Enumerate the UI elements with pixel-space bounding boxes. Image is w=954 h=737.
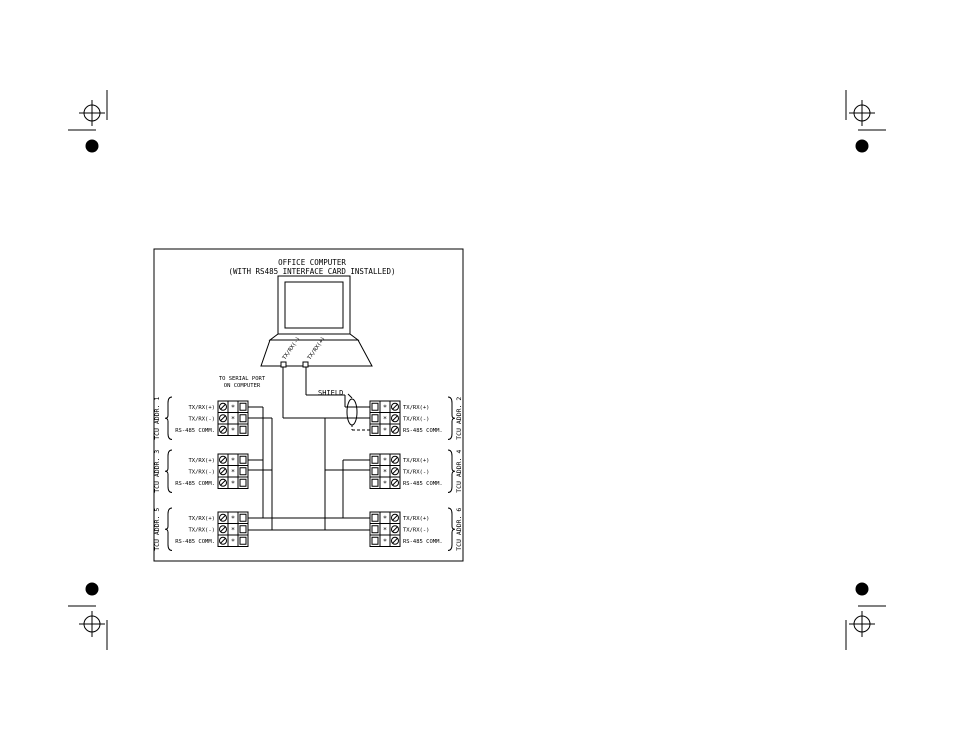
terminal-label: TX/RX(-) [189,469,216,475]
terminal-label: TX/RX(+) [403,405,430,411]
tcu-address-label: TCU ADDR. 4 [455,450,463,493]
terminal-label: TX/RX(+) [189,405,216,411]
wire-clamp [239,402,247,411]
terminal-label: RS-485 COMM. [403,539,443,545]
tcu-layer: * TX/RX(+) * TX/RX(-) * RS-485 COMM. TCU ADDR.… [153,396,463,551]
terminal-marker: * [383,514,387,522]
registration-marks [68,90,886,650]
tcu-unit-3: * TX/RX(+) * TX/RX(-) * RS-485 COMM. TCU ADDR.… [153,449,249,493]
wire-clamp [371,525,379,534]
tcu-address-label: TCU ADDR. 2 [455,397,463,440]
terminal-label: RS-485 COMM. [175,539,215,545]
bus-wiring [248,367,370,531]
wire-clamp [371,478,379,487]
tcu-unit-6: * TX/RX(+) * TX/RX(-) * RS-485 COMM. TCU ADDR.… [369,507,463,551]
wire-clamp [239,478,247,487]
tcu-brace [447,396,456,440]
wire-clamp [371,402,379,411]
tcu-brace [447,449,456,493]
serial-port-note-line2: ON COMPUTER [224,383,261,389]
tcu-unit-2: * TX/RX(+) * TX/RX(-) * RS-485 COMM. TCU ADDR.… [369,396,463,440]
terminal-marker: * [383,426,387,434]
tcu-address-label: TCU ADDR. 1 [153,397,161,440]
terminal-marker: * [231,415,235,423]
tcu-address-label: TCU ADDR. 6 [455,508,463,551]
tcu-brace [164,396,173,440]
terminal-label: TX/RX(-) [189,416,216,422]
terminal-marker: * [231,514,235,522]
serial-port-note-line1: TO SERIAL PORT [219,376,266,382]
wire-clamp [239,425,247,434]
wire-clamp [371,536,379,545]
terminal-marker: * [231,403,235,411]
wire-clamp [371,414,379,423]
wire-clamp [239,414,247,423]
tcu-brace [164,507,173,551]
tcu-address-label: TCU ADDR. 5 [153,508,161,551]
wire-clamp [371,467,379,476]
wire-clamp [371,513,379,522]
wire-clamp [239,525,247,534]
diagram-subtitle: (WITH RS485 INTERFACE CARD INSTALLED) [228,267,395,276]
diagram-title: OFFICE COMPUTER [278,258,346,267]
tcu-unit-4: * TX/RX(+) * TX/RX(-) * RS-485 COMM. TCU ADDR.… [369,449,463,493]
terminal-marker: * [383,403,387,411]
terminal-marker: * [383,526,387,534]
terminal-marker: * [231,479,235,487]
tcu-address-label: TCU ADDR. 3 [153,450,161,493]
tcu-unit-5: * TX/RX(+) * TX/RX(-) * RS-485 COMM. TCU ADDR.… [153,507,249,551]
terminal-marker: * [231,526,235,534]
terminal-label: TX/RX(+) [403,458,430,464]
wire-clamp [239,455,247,464]
terminal-marker: * [383,468,387,476]
terminal-label: TX/RX(-) [403,469,430,475]
terminal-label: TX/RX(+) [189,458,216,464]
terminal-marker: * [383,415,387,423]
terminal-marker: * [231,426,235,434]
wire-clamp [239,536,247,545]
tcu-brace [447,507,456,551]
terminal-marker: * [231,456,235,464]
terminal-label: RS-485 COMM. [403,428,443,434]
wire-clamp [371,425,379,434]
wire-clamp [239,513,247,522]
tcu-unit-1: * TX/RX(+) * TX/RX(-) * RS-485 COMM. TCU ADDR.… [153,396,249,440]
terminal-label: TX/RX(-) [189,527,216,533]
terminal-label: RS-485 COMM. [403,481,443,487]
terminal-label: TX/RX(-) [403,416,430,422]
wire-clamp [239,467,247,476]
terminal-marker: * [383,479,387,487]
office-computer [260,275,373,367]
terminal-label: RS-485 COMM. [175,481,215,487]
terminal-marker: * [383,537,387,545]
terminal-label: TX/RX(+) [189,516,216,522]
terminal-label: RS-485 COMM. [175,428,215,434]
terminal-marker: * [383,456,387,464]
terminal-marker: * [231,468,235,476]
shield-label: SHIELD [318,389,343,397]
terminal-label: TX/RX(-) [403,527,430,533]
terminal-label: TX/RX(+) [403,516,430,522]
wire-clamp [371,455,379,464]
diagram-frame [153,248,464,562]
tcu-brace [164,449,173,493]
terminal-marker: * [231,537,235,545]
